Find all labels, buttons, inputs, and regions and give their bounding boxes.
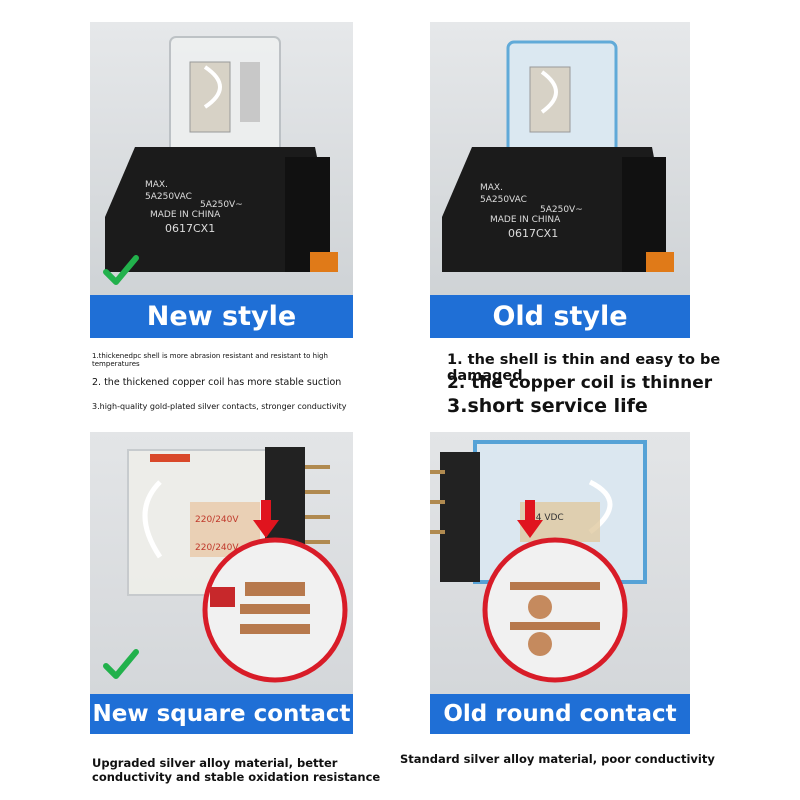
coil-label: 220/240V: [195, 515, 239, 525]
check-icon: [103, 649, 139, 679]
arrow-down-icon: [517, 500, 543, 538]
relay-label: 5A250V~: [200, 200, 243, 210]
contact-new-illustration: 220/240V 220/240V: [127, 447, 348, 683]
old-note-3: 3.short service life: [447, 395, 648, 417]
relay-label: MAX.: [145, 180, 168, 190]
new-contact-photo: 220/240V 220/240V: [90, 432, 353, 694]
old-note-1: 1. the shell is thin and easy to be dama…: [447, 352, 721, 384]
check-icon: [103, 255, 139, 285]
new-style-banner: New style: [90, 295, 353, 338]
old-contact-note: Standard silver alloy material, poor con…: [400, 752, 715, 766]
new-contact-banner: New square contact: [90, 694, 353, 734]
new-note-3: 3.high-quality gold-plated silver contac…: [92, 402, 347, 411]
old-contact-photo: 24 VDC: [430, 432, 690, 694]
new-style-photo: MAX. 5A250VAC 5A250V~ MADE IN CHINA 0617…: [90, 22, 353, 295]
relay-new-illustration: MAX. 5A250VAC 5A250V~ MADE IN CHINA 0617…: [105, 36, 338, 272]
new-contact-note-line-1: Upgraded silver alloy material, better: [92, 756, 338, 770]
relay-label: 0617CX1: [165, 222, 215, 235]
old-style-banner: Old style: [430, 295, 690, 338]
old-style-photo: MAX. 5A250VAC 5A250V~ MADE IN CHINA 0617…: [430, 22, 690, 295]
coil-label: 220/240V: [195, 543, 239, 553]
relay-old-illustration: MAX. 5A250VAC 5A250V~ MADE IN CHINA 0617…: [442, 40, 674, 272]
contact-old-illustration: 24 VDC: [430, 440, 647, 683]
relay-label: 5A250VAC: [145, 192, 192, 202]
relay-label: 5A250V~: [540, 205, 583, 215]
new-note-1: 1.thickenedpc shell is more abrasion res…: [92, 352, 328, 368]
arrow-down-icon: [253, 500, 279, 538]
old-contact-banner: Old round contact: [430, 694, 690, 734]
new-contact-note-line-2: conductivity and stable oxidation resist…: [92, 770, 381, 784]
new-note-2: 2. the thickened copper coil has more st…: [92, 377, 342, 388]
relay-label: 0617CX1: [508, 227, 558, 240]
relay-label: MADE IN CHINA: [490, 215, 561, 225]
relay-label: MAX.: [480, 183, 503, 193]
relay-label: 5A250VAC: [480, 195, 527, 205]
old-note-2: 2. the copper coil is thinner: [447, 373, 713, 393]
relay-label: MADE IN CHINA: [150, 210, 221, 220]
coil-label: 24 VDC: [530, 513, 564, 523]
